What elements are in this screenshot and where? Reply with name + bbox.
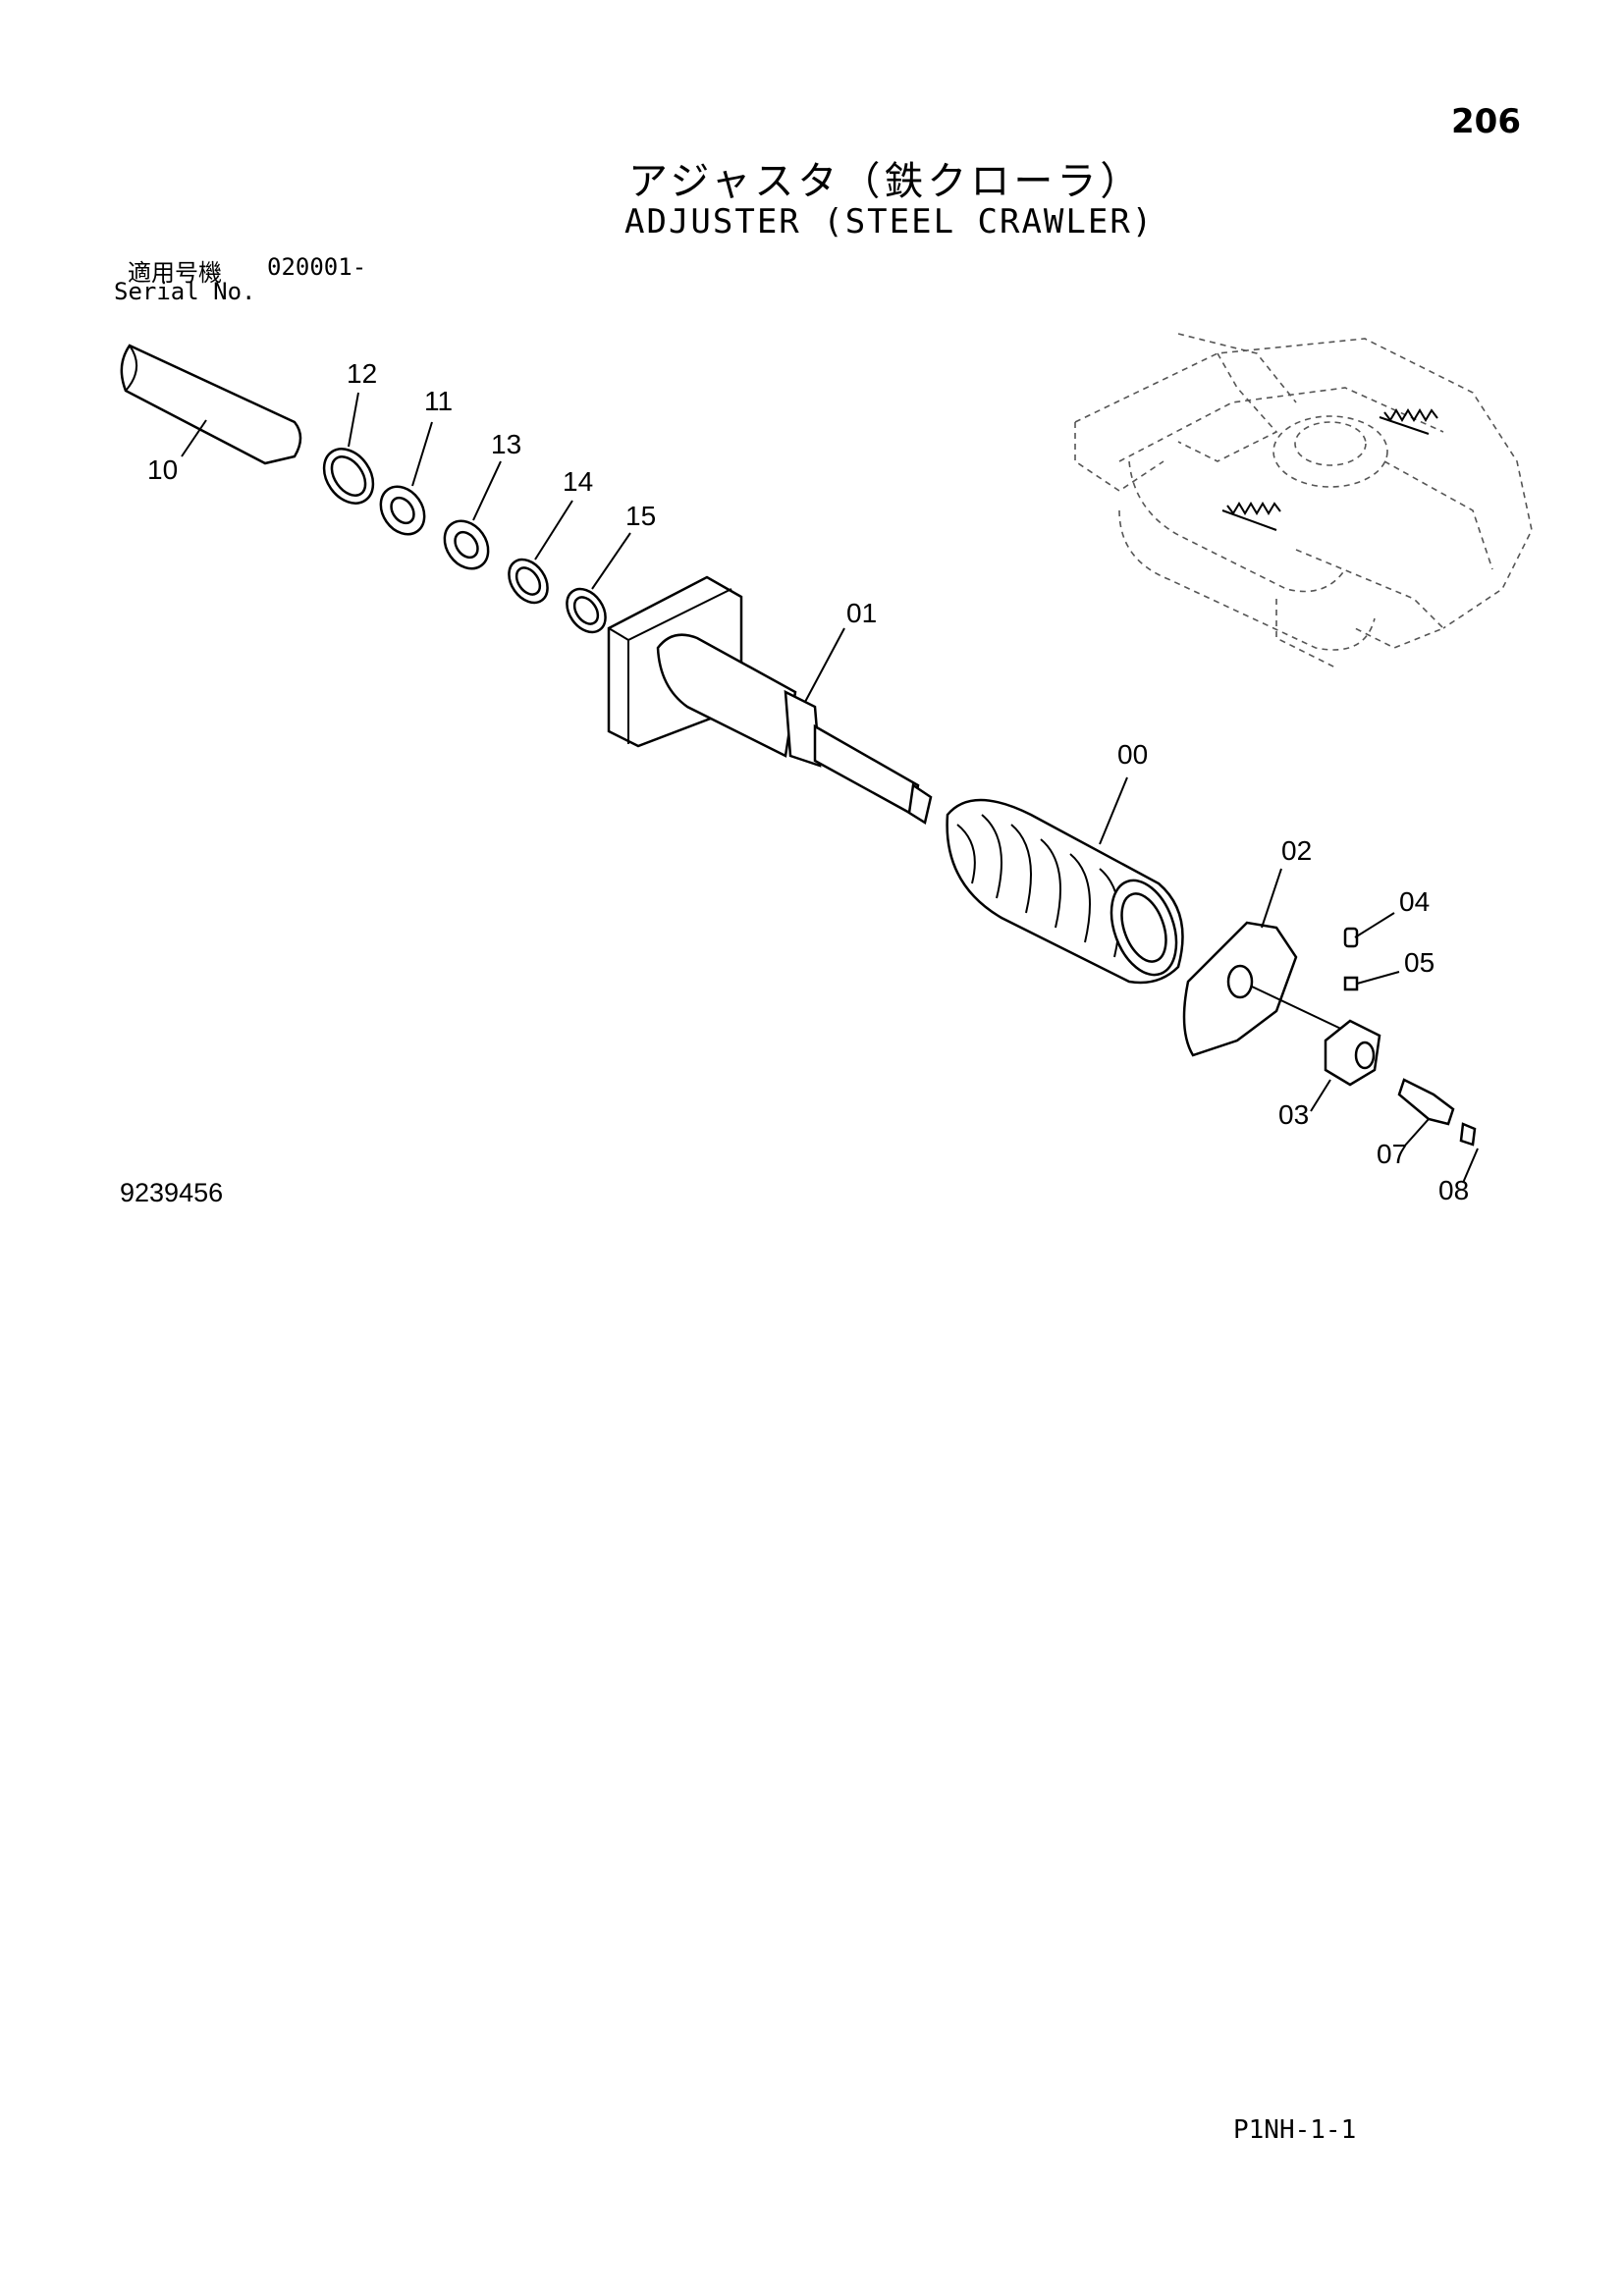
- callout-12: 12: [347, 358, 377, 389]
- part-01-adjuster-rod: [607, 575, 933, 825]
- assembly-axis-line: [1251, 986, 1346, 1032]
- callout-05: 05: [1404, 947, 1435, 978]
- callout-11: 11: [424, 386, 453, 416]
- drawing-number: 9239456: [120, 1178, 224, 1207]
- callout-14: 14: [563, 466, 593, 497]
- crawler-location-sketch: [1074, 333, 1533, 668]
- callout-10: 10: [147, 454, 178, 485]
- part-02-bracket: [1182, 921, 1298, 1057]
- callout-03: 03: [1278, 1099, 1309, 1130]
- page-title-japanese: アジャスタ（鉄クローラ）: [628, 159, 1144, 204]
- callout-04: 04: [1399, 886, 1430, 917]
- page-title-english: ADJUSTER (STEEL CRAWLER): [624, 202, 1155, 241]
- callout-08: 08: [1438, 1175, 1469, 1205]
- callout-13: 13: [491, 429, 521, 459]
- part-14-washer: [508, 558, 549, 605]
- callout-01: 01: [846, 598, 877, 628]
- callout-15: 15: [625, 501, 656, 531]
- page-number: 206: [1451, 102, 1521, 141]
- page-code: P1NH-1-1: [1233, 2115, 1357, 2145]
- part-07-valve: [1397, 1078, 1455, 1126]
- part-05-nut: [1343, 976, 1359, 991]
- part-13-nut: [443, 519, 490, 570]
- part-11-nut: [379, 485, 426, 536]
- adjuster-spring-marker-lower: [1221, 502, 1281, 531]
- part-04-fitting: [1343, 927, 1359, 948]
- leader-lines: [181, 392, 1479, 1184]
- callout-02: 02: [1281, 835, 1312, 866]
- part-03-block: [1324, 1019, 1381, 1087]
- part-08-grease-fitting: [1459, 1122, 1477, 1147]
- part-15-washer: [566, 587, 607, 634]
- adjuster-spring-marker-upper: [1379, 408, 1438, 435]
- part-10-pin: [120, 344, 302, 465]
- serial-label-english: Serial No.: [114, 278, 256, 305]
- serial-label-japanese: 適用号機: [128, 259, 222, 287]
- part-12-snap-ring: [322, 448, 375, 505]
- serial-number: 020001-: [267, 253, 367, 281]
- callout-00: 00: [1117, 739, 1148, 770]
- callout-07: 07: [1377, 1139, 1407, 1169]
- part-00-spring: [946, 798, 1184, 985]
